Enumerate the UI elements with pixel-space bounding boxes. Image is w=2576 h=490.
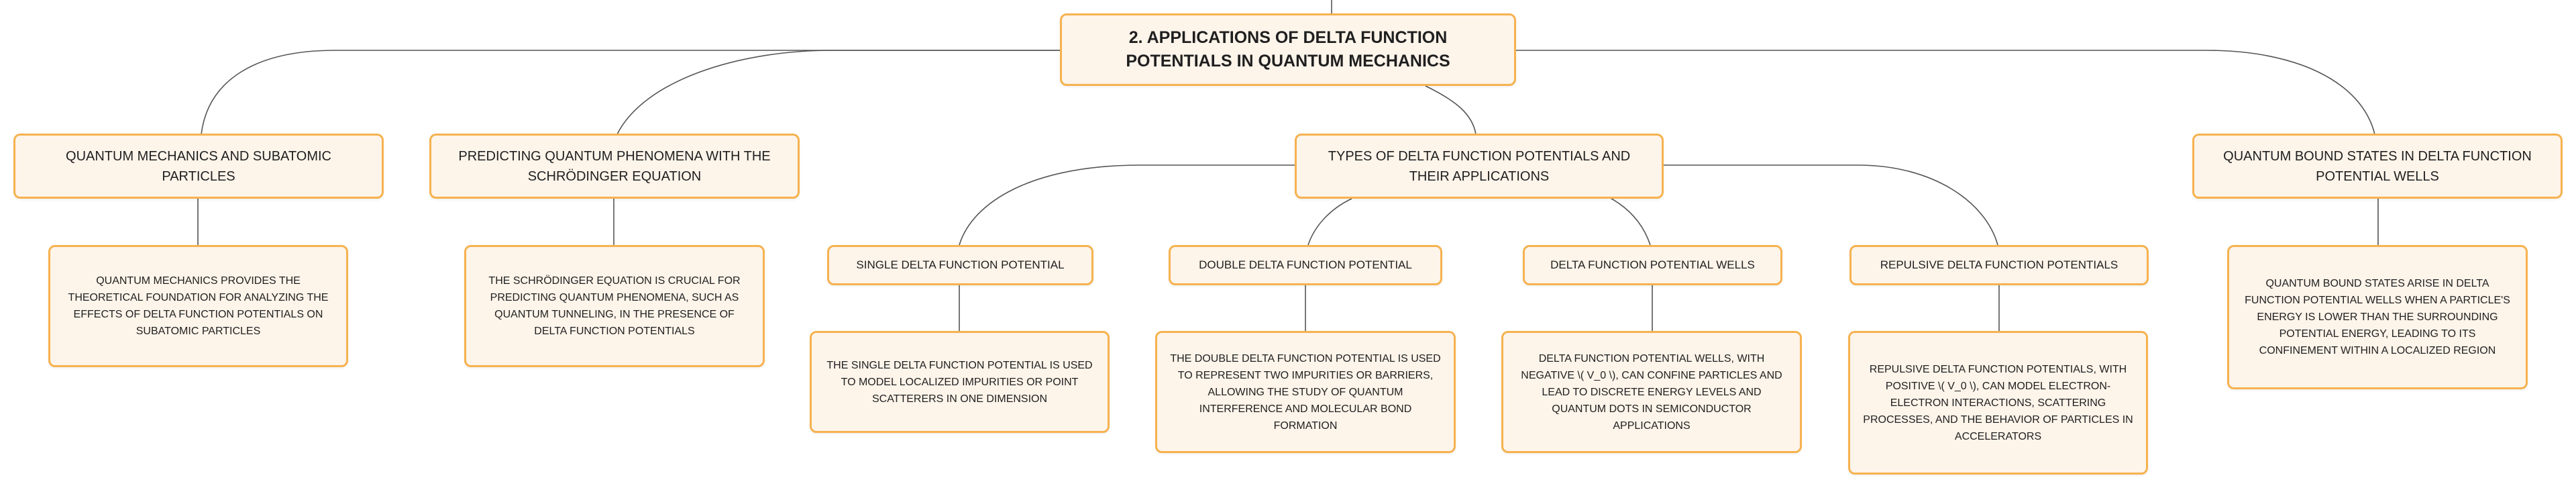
- branch-bound-states[interactable]: QUANTUM BOUND STATES IN DELTA FUNCTION P…: [2192, 134, 2563, 199]
- detail-text: QUANTUM BOUND STATES ARISE IN DELTA FUNC…: [2245, 278, 2510, 356]
- detail-double-delta[interactable]: THE DOUBLE DELTA FUNCTION POTENTIAL IS U…: [1155, 331, 1456, 453]
- connector-b3-c2: [1307, 198, 1352, 246]
- detail-single-delta[interactable]: THE SINGLE DELTA FUNCTION POTENTIAL IS U…: [810, 331, 1110, 433]
- subtopic-repulsive[interactable]: REPULSIVE DELTA FUNCTION POTENTIALS: [1849, 245, 2149, 285]
- root-topic[interactable]: 2. APPLICATIONS OF DELTA FUNCTION POTENT…: [1060, 13, 1516, 86]
- subtopic-potential-wells[interactable]: DELTA FUNCTION POTENTIAL WELLS: [1523, 245, 1782, 285]
- branch-label: QUANTUM BOUND STATES IN DELTA FUNCTION P…: [2223, 148, 2532, 184]
- branch-label: TYPES OF DELTA FUNCTION POTENTIALS AND T…: [1328, 148, 1631, 184]
- connector-b3-c4: [1664, 164, 1998, 246]
- branch-types[interactable]: TYPES OF DELTA FUNCTION POTENTIALS AND T…: [1295, 134, 1664, 199]
- connector-root-b2: [616, 50, 1060, 135]
- detail-text: REPULSIVE DELTA FUNCTION POTENTIALS, WIT…: [1863, 363, 2133, 442]
- connector-root-b4: [1516, 50, 2375, 135]
- subtopic-label: REPULSIVE DELTA FUNCTION POTENTIALS: [1880, 258, 2118, 271]
- subtopic-label: SINGLE DELTA FUNCTION POTENTIAL: [856, 258, 1065, 271]
- branch-schrodinger[interactable]: PREDICTING QUANTUM PHENOMENA WITH THE SC…: [429, 134, 800, 199]
- subtopic-double-delta[interactable]: DOUBLE DELTA FUNCTION POTENTIAL: [1169, 245, 1442, 285]
- connector-root-b1: [201, 50, 1060, 135]
- subtopic-label: DOUBLE DELTA FUNCTION POTENTIAL: [1199, 258, 1412, 271]
- detail-text: THE SINGLE DELTA FUNCTION POTENTIAL IS U…: [826, 359, 1093, 405]
- detail-text: THE SCHRÖDINGER EQUATION IS CRUCIAL FOR …: [488, 275, 741, 337]
- detail-schrodinger[interactable]: THE SCHRÖDINGER EQUATION IS CRUCIAL FOR …: [464, 245, 765, 367]
- branch-label: PREDICTING QUANTUM PHENOMENA WITH THE SC…: [458, 148, 771, 184]
- detail-quantum-mechanics[interactable]: QUANTUM MECHANICS PROVIDES THE THEORETIC…: [48, 245, 348, 367]
- branch-label: QUANTUM MECHANICS AND SUBATOMIC PARTICLE…: [66, 148, 331, 184]
- detail-potential-wells[interactable]: DELTA FUNCTION POTENTIAL WELLS, WITH NEG…: [1501, 331, 1802, 453]
- detail-bound-states[interactable]: QUANTUM BOUND STATES ARISE IN DELTA FUNC…: [2227, 245, 2528, 389]
- branch-quantum-mechanics[interactable]: QUANTUM MECHANICS AND SUBATOMIC PARTICLE…: [13, 134, 384, 199]
- detail-text: DELTA FUNCTION POTENTIAL WELLS, WITH NEG…: [1521, 352, 1782, 432]
- connector-root-b3: [1425, 85, 1477, 135]
- detail-text: THE DOUBLE DELTA FUNCTION POTENTIAL IS U…: [1170, 352, 1441, 432]
- root-topic-label: 2. APPLICATIONS OF DELTA FUNCTION POTENT…: [1126, 28, 1450, 70]
- detail-text: QUANTUM MECHANICS PROVIDES THE THEORETIC…: [68, 275, 329, 337]
- subtopic-single-delta[interactable]: SINGLE DELTA FUNCTION POTENTIAL: [827, 245, 1093, 285]
- connector-b3-c1: [959, 164, 1295, 246]
- subtopic-label: DELTA FUNCTION POTENTIAL WELLS: [1550, 258, 1755, 271]
- connector-b3-c3: [1606, 195, 1651, 246]
- detail-repulsive[interactable]: REPULSIVE DELTA FUNCTION POTENTIALS, WIT…: [1848, 331, 2148, 475]
